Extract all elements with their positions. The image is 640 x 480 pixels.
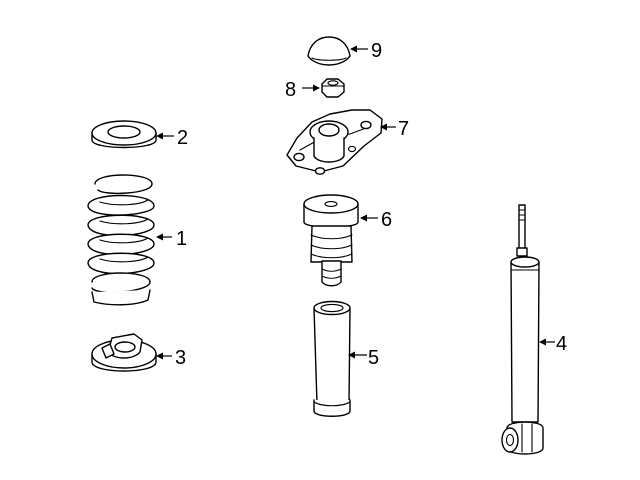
- callout-4: 4: [539, 333, 567, 355]
- callout-3: 3: [156, 347, 186, 369]
- strut-mount-icon[interactable]: [286, 109, 383, 175]
- callout-7: 7: [380, 118, 409, 140]
- callout-9: 9: [350, 40, 382, 62]
- callout-6: 6: [360, 209, 392, 231]
- upper-spring-seat-icon[interactable]: [91, 120, 157, 149]
- callout-label-2: 2: [177, 127, 188, 149]
- callout-label-1: 1: [176, 228, 187, 250]
- callout-label-6: 6: [381, 209, 392, 231]
- callout-2: 2: [156, 127, 188, 149]
- callout-label-4: 4: [556, 333, 567, 355]
- bump-stop-icon[interactable]: [303, 194, 359, 287]
- shock-absorber-icon[interactable]: [501, 204, 544, 455]
- callout-label-5: 5: [368, 347, 379, 369]
- callout-label-8: 8: [285, 79, 296, 101]
- callout-5: 5: [348, 347, 379, 369]
- callout-label-7: 7: [398, 118, 409, 140]
- dust-boot-icon[interactable]: [313, 300, 351, 417]
- nut-icon[interactable]: [321, 78, 345, 98]
- coil-spring-icon[interactable]: [87, 174, 155, 306]
- dust-cap-icon[interactable]: [307, 36, 351, 66]
- lower-spring-seat-icon[interactable]: [91, 333, 157, 372]
- callout-8: 8: [285, 79, 320, 101]
- callout-1: 1: [156, 228, 187, 250]
- callout-label-9: 9: [371, 40, 382, 62]
- callout-label-3: 3: [175, 347, 186, 369]
